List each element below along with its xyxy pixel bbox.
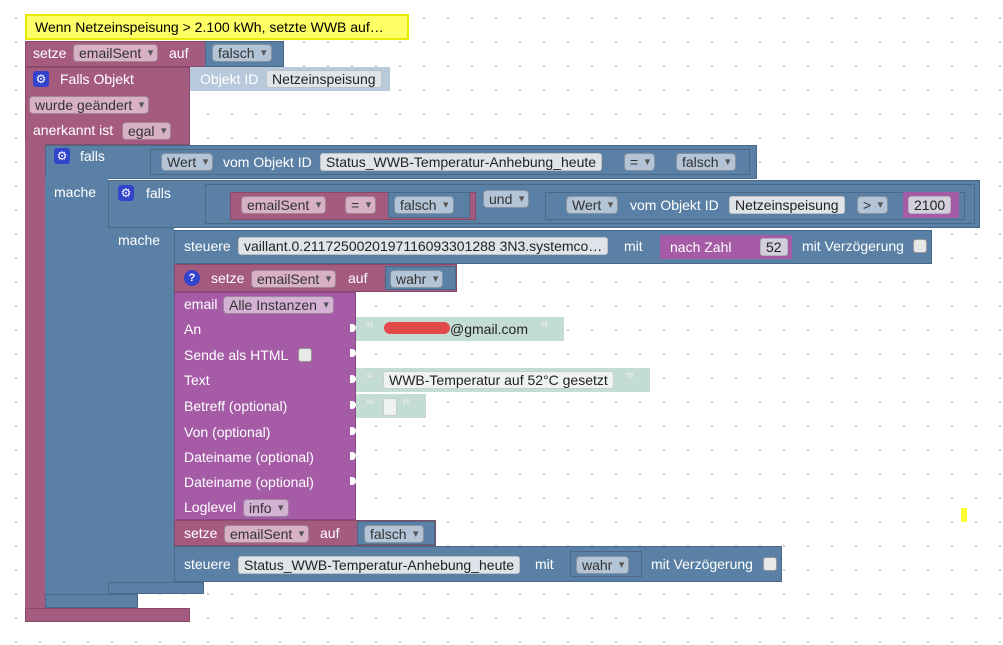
anerkannt-label: anerkannt ist <box>33 122 114 138</box>
boolean-dropdown[interactable]: wahr <box>390 270 444 288</box>
variable-dropdown[interactable]: emailSent <box>73 44 159 62</box>
object-id-field[interactable]: Status_WWB-Temperatur-Anhebung_heute <box>238 556 521 574</box>
variable-dropdown[interactable]: emailSent <box>224 525 310 543</box>
quote-close-icon: ” <box>540 320 548 337</box>
yellow-marker <box>961 508 967 522</box>
setze-label: setze <box>33 45 67 61</box>
text-value[interactable]: WWB-Temperatur auf 52°C gesetzt <box>383 371 614 389</box>
dateiname2-label: Dateiname (optional) <box>184 474 314 490</box>
gear-icon[interactable]: ⚙ <box>54 148 70 164</box>
if-block-1-foot <box>45 594 138 608</box>
objekt-id-field[interactable]: Netzeinspeisung <box>266 70 382 88</box>
loglevel-dropdown[interactable]: info <box>243 499 289 517</box>
vom-objekt-label: vom Objekt ID <box>223 154 312 170</box>
number-field[interactable]: 52 <box>760 238 788 256</box>
auf-label: auf <box>348 270 368 286</box>
vom-objekt-label: vom Objekt ID <box>630 197 719 213</box>
falls-label: falls <box>80 148 105 164</box>
nach-zahl-label: nach Zahl <box>670 239 732 255</box>
von-label: Von (optional) <box>184 424 271 440</box>
input-notch <box>350 375 356 383</box>
operator-dropdown[interactable]: = <box>345 196 377 214</box>
betreff-label: Betreff (optional) <box>184 398 288 414</box>
steuere-label: steuere <box>184 238 231 254</box>
redacted-mark <box>384 322 450 334</box>
input-notch <box>350 427 356 435</box>
quote-open-icon: “ <box>366 320 374 337</box>
setze-label: setze <box>211 270 245 286</box>
input-notch <box>350 452 356 460</box>
objekt-id-label: Objekt ID <box>200 71 259 87</box>
betreff-field[interactable] <box>383 398 397 416</box>
input-notch <box>350 401 356 409</box>
comment-text: Wenn Netzeinspeisung > 2.100 kWh, setzte… <box>35 19 384 35</box>
boolean-dropdown[interactable]: falsch <box>212 44 272 62</box>
auf-label: auf <box>169 45 189 61</box>
steuere-label: steuere <box>184 556 231 572</box>
html-checkbox[interactable] <box>298 348 312 362</box>
wurde-geaendert-dropdown[interactable]: wurde geändert <box>29 96 150 114</box>
if-block-2-foot <box>108 582 204 594</box>
input-notch <box>350 349 356 357</box>
comment-bubble[interactable]: Wenn Netzeinspeisung > 2.100 kWh, setzte… <box>25 14 409 40</box>
an-label: An <box>184 321 202 337</box>
operator-dropdown[interactable]: > <box>857 196 889 214</box>
email-label: email <box>184 296 218 312</box>
gear-icon[interactable]: ⚙ <box>118 185 134 201</box>
variable-dropdown[interactable]: emailSent <box>241 196 327 214</box>
html-label: Sende als HTML <box>184 347 289 363</box>
operator-dropdown[interactable]: = <box>624 153 656 171</box>
boolean-dropdown[interactable]: falsch <box>364 525 424 543</box>
number-field[interactable]: 2100 <box>908 196 952 214</box>
boolean-dropdown[interactable]: wahr <box>576 556 630 574</box>
if-block-1-spine <box>45 178 108 604</box>
verzoegerung-checkbox[interactable] <box>763 557 777 571</box>
auf-label: auf <box>320 525 340 541</box>
und-dropdown[interactable]: und <box>483 190 530 208</box>
object-id-field[interactable]: vaillant.0.2117250020197116093301288 3N3… <box>238 237 609 255</box>
falls-label: falls <box>146 185 171 201</box>
verzoegerung-checkbox[interactable] <box>913 239 927 253</box>
trigger-block-spine <box>25 140 45 615</box>
object-id-field[interactable]: Netzeinspeisung <box>729 196 845 214</box>
instanz-dropdown[interactable]: Alle Instanzen <box>223 296 334 314</box>
verzoegerung-label: mit Verzögerung <box>802 238 904 254</box>
verzoegerung-label: mit Verzögerung <box>651 556 753 572</box>
mache-label: mache <box>118 232 161 248</box>
quote-open-icon: “ <box>366 371 374 388</box>
quote-open-icon: “ <box>366 397 374 414</box>
gear-icon[interactable]: ⚙ <box>33 71 49 87</box>
mit-label: mit <box>624 238 643 254</box>
help-icon[interactable]: ? <box>184 270 200 286</box>
email-block[interactable] <box>174 292 356 520</box>
wert-dropdown[interactable]: Wert <box>161 153 214 171</box>
egal-dropdown[interactable]: egal <box>122 122 172 140</box>
dateiname1-label: Dateiname (optional) <box>184 449 314 465</box>
quote-close-icon: ” <box>626 371 634 388</box>
falls-objekt-label: Falls Objekt <box>60 71 134 87</box>
setze-label: setze <box>184 525 218 541</box>
compare-dropdown[interactable]: falsch <box>676 153 736 171</box>
object-id-field[interactable]: Status_WWB-Temperatur-Anhebung_heute <box>320 153 603 171</box>
an-value[interactable]: @gmail.com <box>450 321 529 337</box>
input-notch <box>350 477 356 485</box>
trigger-block-foot <box>25 608 190 622</box>
text-label: Text <box>184 372 210 388</box>
wert-dropdown[interactable]: Wert <box>566 196 619 214</box>
quote-close-icon: ” <box>402 397 410 414</box>
variable-dropdown[interactable]: emailSent <box>251 270 337 288</box>
mit-label: mit <box>535 556 554 572</box>
loglevel-label: Loglevel <box>184 499 237 515</box>
boolean-dropdown[interactable]: falsch <box>394 196 454 214</box>
input-notch <box>350 324 356 332</box>
mache-label: mache <box>54 184 97 200</box>
if-block-2-spine <box>108 228 174 590</box>
